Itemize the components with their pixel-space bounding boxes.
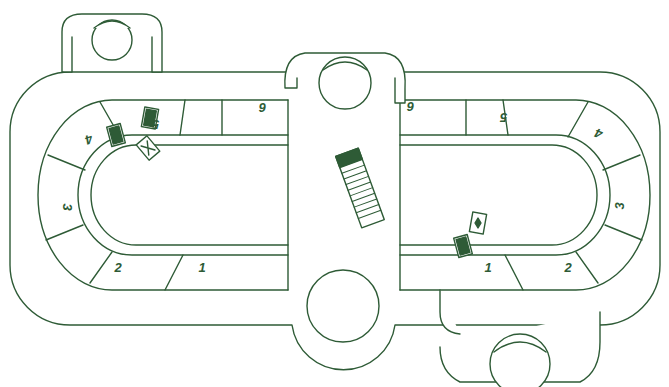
dealer-area bbox=[288, 100, 400, 290]
seat-number: 3 bbox=[612, 202, 626, 209]
playing-cards bbox=[107, 107, 487, 258]
player-figure bbox=[440, 290, 600, 387]
seat-number: 4 bbox=[592, 125, 604, 141]
seat-number: 6 bbox=[259, 100, 266, 114]
player-figure bbox=[62, 14, 162, 72]
seat-number: 5 bbox=[152, 117, 159, 131]
seat-number: 6 bbox=[407, 99, 414, 113]
seat-number: 5 bbox=[500, 110, 507, 124]
card-shoe bbox=[336, 148, 385, 228]
betting-ring bbox=[38, 100, 288, 290]
seat-number: 3 bbox=[59, 203, 73, 210]
seat-number: 1 bbox=[199, 261, 206, 275]
seat-number: 2 bbox=[565, 261, 572, 275]
seat-number: 4 bbox=[82, 131, 94, 147]
seat-number: 1 bbox=[485, 261, 492, 275]
betting-ring bbox=[400, 100, 650, 290]
seat-number: 2 bbox=[115, 261, 122, 275]
chip-tray bbox=[307, 270, 379, 342]
dealer-figure bbox=[285, 53, 405, 109]
